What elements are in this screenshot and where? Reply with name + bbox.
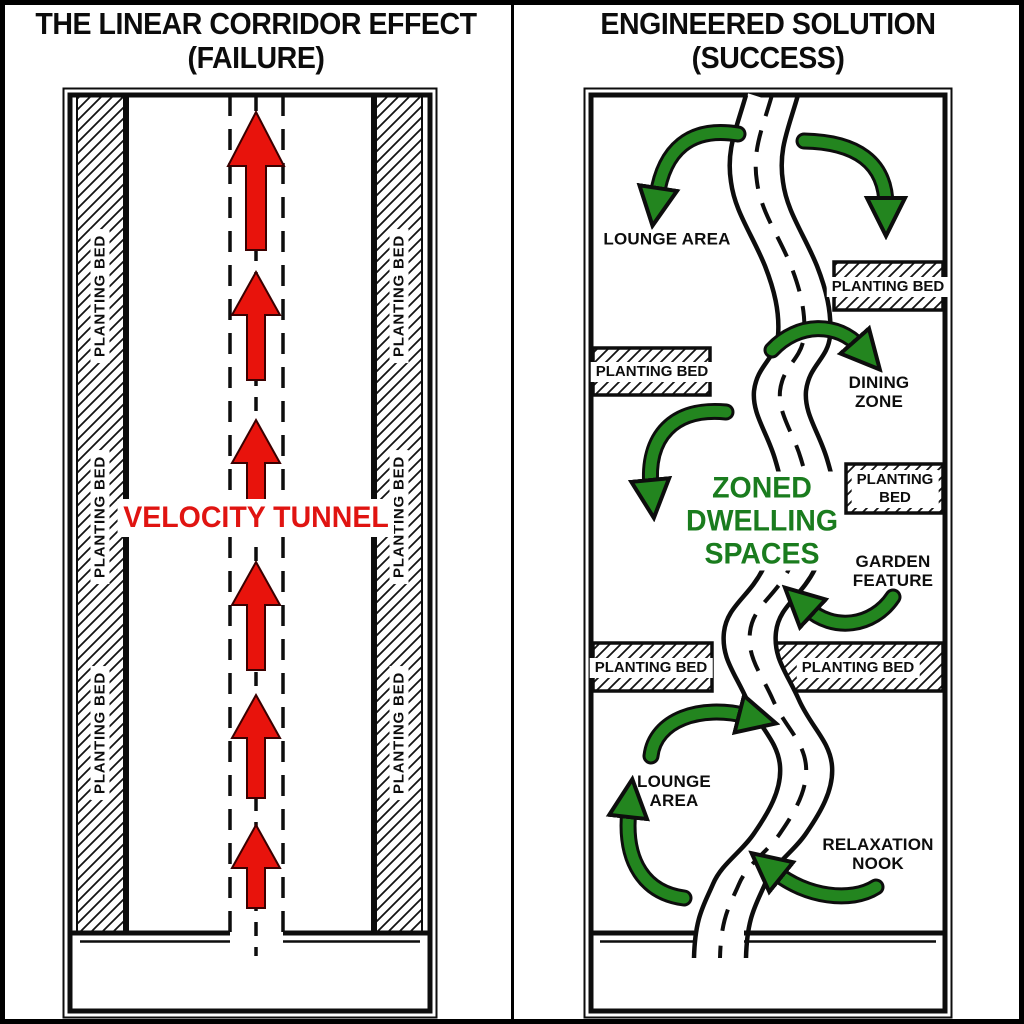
right-plot-inner-wall — [588, 92, 948, 1014]
garden-feature-line1: GARDEN — [855, 552, 931, 571]
up-arrow-icon — [226, 109, 286, 251]
flow-arrow-icon — [645, 712, 747, 762]
relaxation-line1: RELAXATION — [822, 835, 934, 854]
up-arrow-icon — [230, 269, 282, 381]
flow-arrow-icon — [766, 323, 860, 350]
flow-arrow-icon — [650, 405, 732, 488]
relaxation-line2: NOOK — [852, 854, 904, 873]
flow-arrow-icon — [628, 809, 690, 904]
left-plot-outer-wall — [62, 87, 438, 1019]
up-arrow-icon — [230, 559, 282, 671]
dining-zone-label: DINING ZONE — [849, 373, 910, 411]
up-arrow-icon — [230, 417, 282, 501]
right-title-line2: (SUCCESS) — [691, 40, 845, 75]
lounge-bottom-line1: LOUNGE — [637, 772, 711, 791]
flow-arrow-icon — [807, 597, 899, 623]
planting-strip-label: PLANTING BED — [796, 658, 920, 678]
dining-zone-line1: DINING — [848, 373, 910, 392]
garden-feature-label: GARDEN FEATURE — [853, 552, 933, 590]
planting-bed-label: PLANTING BED — [389, 228, 409, 364]
left-plan — [62, 87, 438, 1019]
garden-feature-line2: FEATURE — [852, 571, 934, 590]
velocity-arrows — [226, 109, 286, 909]
zoned-line2: DWELLING — [686, 504, 838, 538]
planting-strip-label: PLANTING BED — [590, 362, 714, 382]
left-title-line2: (FAILURE) — [187, 40, 325, 75]
flow-arrow-icon — [775, 872, 882, 902]
right-panel-title: ENGINEERED SOLUTION (SUCCESS) — [532, 7, 1003, 75]
lounge-area-label: LOUNGE AREA — [603, 229, 731, 249]
lounge-area-bottom-label: LOUNGE AREA — [637, 772, 711, 810]
planting-bed-label: PLANTING BED — [90, 228, 110, 364]
zoned-line3: SPACES — [704, 537, 820, 571]
planting-strip-label: PLANTING BED — [826, 277, 950, 297]
up-arrow-icon — [230, 692, 282, 799]
relaxation-nook-label: RELAXATION NOOK — [822, 835, 933, 873]
flow-arrows — [628, 124, 899, 907]
left-plot-inner-wall — [67, 92, 433, 1014]
planting-strip-label-line1: PLANTING — [856, 471, 934, 488]
left-title-line1: THE LINEAR CORRIDOR EFFECT — [35, 6, 477, 41]
right-plot-outer-wall — [583, 87, 953, 1019]
velocity-tunnel-label: VELOCITY TUNNEL — [117, 499, 395, 537]
flow-arrow-icon — [657, 127, 744, 196]
zoned-line1: ZONED — [712, 471, 812, 505]
lounge-bottom-line2: AREA — [649, 791, 699, 810]
planting-strip-label: PLANTING BED — [589, 658, 713, 678]
flow-arrow-icon — [798, 135, 886, 206]
left-panel-title: THE LINEAR CORRIDOR EFFECT (FAILURE) — [20, 7, 491, 75]
planting-bed-label: PLANTING BED — [90, 449, 110, 585]
right-title-line1: ENGINEERED SOLUTION — [600, 6, 936, 41]
planting-strip-label-line2: BED — [879, 489, 911, 506]
planting-bed-label: PLANTING BED — [90, 665, 110, 801]
up-arrow-icon — [230, 822, 282, 909]
planting-bed-label: PLANTING BED — [389, 665, 409, 801]
dining-zone-line2: ZONE — [854, 392, 904, 411]
zoned-dwelling-spaces-label: ZONED DWELLING SPACES — [680, 471, 844, 571]
planting-strip-label: PLANTING BED — [851, 470, 939, 508]
